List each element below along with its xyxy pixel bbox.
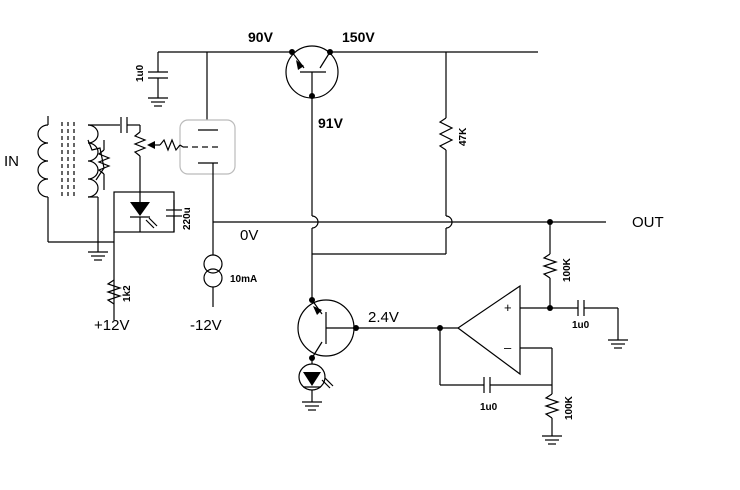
- label-cap-1u0-plus: 1u0: [572, 320, 590, 331]
- label-150v: 150V: [342, 29, 375, 45]
- top-rail: [157, 51, 538, 120]
- label-91v: 91V: [318, 115, 344, 131]
- label-cap-1u0-feedback: 1u0: [480, 402, 498, 413]
- label-res-100k-plus: 100K: [562, 257, 573, 282]
- current-source-10ma: [203, 254, 223, 307]
- junction-150v: [327, 49, 333, 55]
- junction-out: [547, 219, 553, 225]
- op-amp: [456, 284, 521, 376]
- resistor-secondary: [97, 140, 111, 190]
- label-res-100k-feedback: 100K: [564, 395, 575, 420]
- junction-collector: [309, 297, 315, 303]
- ground-plus: [608, 339, 628, 349]
- junction-feedback: [437, 325, 443, 331]
- tube-triode: [179, 119, 236, 175]
- lower-transistor: [297, 299, 356, 359]
- led-lower: [298, 358, 334, 402]
- label-plus12v: +12V: [94, 317, 129, 334]
- resistor-47k: [438, 52, 454, 254]
- ground-feedback: [542, 435, 562, 445]
- label-out: OUT: [632, 214, 664, 231]
- label-2v4: 2.4V: [368, 309, 399, 326]
- label-res-47k: 47K: [458, 127, 469, 146]
- input-transformer: [37, 116, 110, 205]
- label-cap-220u: 220u: [182, 207, 193, 230]
- capacitor-top-1u0: [148, 71, 168, 98]
- label-res-1k2: 1k2: [122, 285, 133, 302]
- capacitor-input: [110, 117, 140, 133]
- label-minus12v: -12V: [190, 317, 222, 334]
- label-cap-top: 1u0: [135, 64, 146, 82]
- label-in: IN: [4, 153, 19, 170]
- opamp-minus-label: –: [504, 340, 512, 355]
- label-current-10ma: 10mA: [230, 274, 257, 285]
- junction-90v: [289, 49, 295, 55]
- ground-led: [302, 401, 322, 411]
- potentiometer: [133, 125, 181, 192]
- ground-top-cap: [148, 97, 168, 107]
- label-0v: 0V: [240, 227, 258, 244]
- wire-left-ground: [47, 197, 115, 320]
- opamp-plus-label: +: [504, 300, 512, 315]
- cathode-bias-network: [113, 191, 182, 233]
- ground-left: [88, 251, 108, 261]
- resistor-1k2: [106, 279, 122, 305]
- label-90v: 90V: [248, 29, 274, 45]
- wire-grid: [179, 144, 184, 148]
- opamp-minus-network: [439, 328, 560, 436]
- junction-plus: [547, 305, 553, 311]
